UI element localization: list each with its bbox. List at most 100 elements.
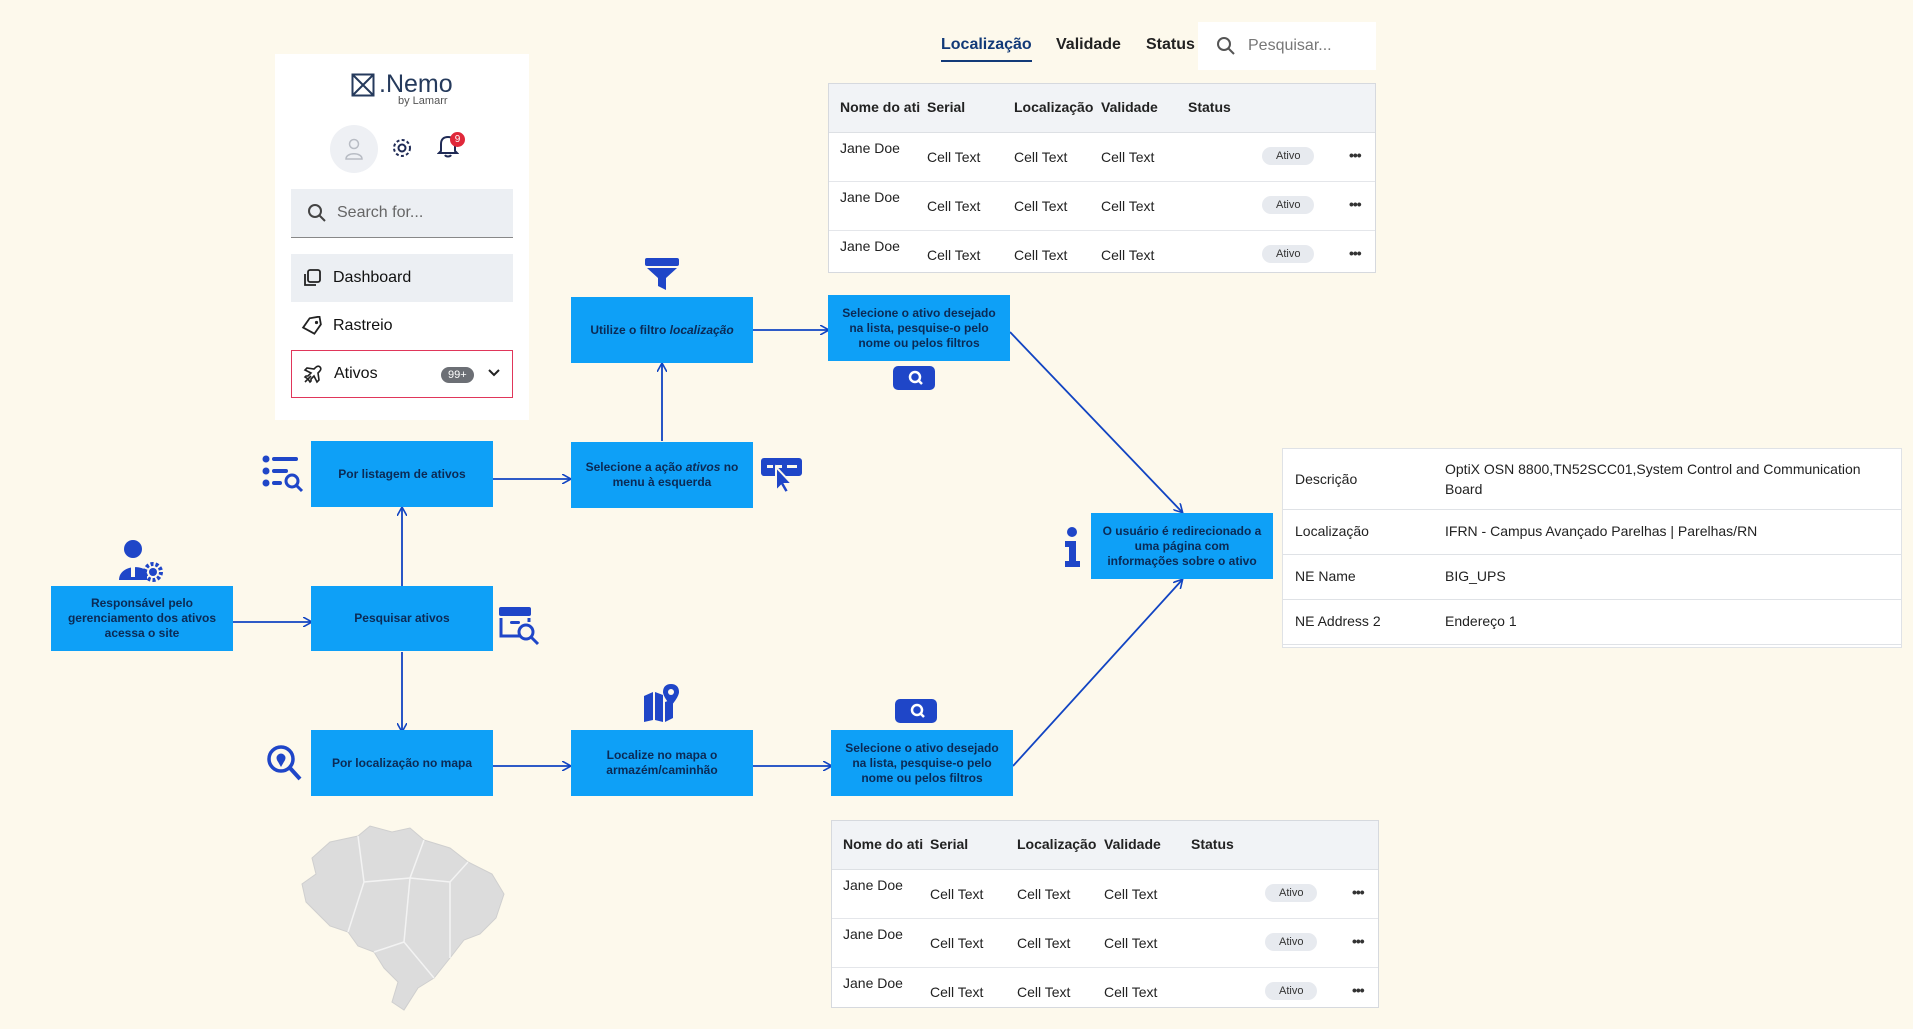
info-row: Descrição OptiX OSN 8800,TN52SCC01,Syste… — [1283, 449, 1901, 510]
text-part: Selecione a ação — [585, 460, 686, 474]
column-header[interactable]: Serial — [927, 99, 966, 115]
sidebar-panel: .Nemo by Lamarr 9 Search for... Dashboar… — [275, 54, 529, 420]
logo-text: .Nemo — [379, 70, 453, 98]
info-key: NE Name — [1295, 568, 1356, 584]
archive-search-icon — [499, 607, 540, 646]
column-header[interactable]: Validade — [1104, 836, 1161, 852]
more-options-icon[interactable]: ••• — [1349, 245, 1362, 261]
app-logo: .Nemo — [351, 70, 453, 99]
text-emphasis: localização — [669, 322, 734, 337]
search-button-icon — [893, 366, 935, 390]
step-select-bottom: Selecione o ativo desejado na lista, pes… — [831, 730, 1013, 796]
status-badge: Ativo — [1265, 884, 1318, 902]
cell-location: Cell Text — [1017, 886, 1071, 902]
gear-icon[interactable] — [390, 136, 414, 160]
user-settings-icon — [119, 540, 163, 582]
step-select-action: Selecione a ação ativos no menu à esquer… — [571, 442, 753, 508]
table-row[interactable]: Jane Doe Cell Text Cell Text Cell Text A… — [832, 919, 1378, 968]
info-key: NE Address 2 — [1295, 613, 1381, 629]
avatar[interactable] — [330, 125, 378, 173]
cell-name: Jane Doe — [843, 975, 903, 991]
sidebar-item-label: Ativos — [334, 365, 378, 382]
cell-serial: Cell Text — [927, 198, 981, 214]
cell-name: Jane Doe — [843, 877, 903, 893]
more-options-icon[interactable]: ••• — [1349, 147, 1362, 163]
status-badge: Ativo — [1262, 245, 1315, 263]
search-icon — [308, 204, 326, 222]
table-row[interactable]: Jane Doe Cell Text Cell Text Cell Text A… — [829, 133, 1375, 182]
ativos-count-badge: 99+ — [441, 367, 474, 383]
user-icon — [345, 138, 363, 160]
sidebar-item-ativos[interactable]: Ativos 99+ — [291, 350, 513, 398]
info-value: IFRN - Campus Avançado Parelhas | Parelh… — [1445, 523, 1758, 539]
text-part: Utilize o filtro — [590, 322, 670, 337]
cell-name: Jane Doe — [843, 926, 903, 942]
search-placeholder: Pesquisar... — [1248, 37, 1332, 54]
step-by-list: Por listagem de ativos — [311, 441, 493, 507]
cell-location: Cell Text — [1014, 198, 1068, 214]
cell-validity: Cell Text — [1104, 886, 1158, 902]
cell-location: Cell Text — [1017, 984, 1071, 1000]
table-row[interactable]: Jane Doe Cell Text Cell Text Cell Text A… — [829, 182, 1375, 231]
cell-name: Jane Doe — [840, 238, 900, 254]
logo-subtitle: by Lamarr — [398, 95, 448, 107]
column-header[interactable]: Serial — [930, 836, 969, 852]
more-options-icon[interactable]: ••• — [1352, 982, 1365, 998]
table-row[interactable]: Jane Doe Cell Text Cell Text Cell Text A… — [832, 968, 1378, 1016]
info-key: Localização — [1295, 523, 1369, 539]
column-header[interactable]: Nome do ati — [843, 836, 924, 852]
more-options-icon[interactable]: ••• — [1352, 884, 1365, 900]
arrow-select-bottom-to-redirect — [1012, 580, 1182, 767]
arrow-select-top-to-redirect — [1009, 331, 1182, 512]
tag-icon — [301, 315, 323, 337]
column-header[interactable]: Nome do ati — [840, 99, 921, 115]
sidebar-item-dashboard[interactable]: Dashboard — [291, 254, 513, 302]
more-options-icon[interactable]: ••• — [1352, 933, 1365, 949]
plane-icon — [302, 363, 324, 385]
cell-serial: Cell Text — [930, 984, 984, 1000]
sidebar-search-input[interactable]: Search for... — [291, 189, 513, 238]
column-header[interactable]: Status — [1188, 99, 1231, 115]
copy-icon — [301, 267, 323, 289]
sidebar-item-label: Rastreio — [333, 317, 393, 334]
table-row[interactable]: Jane Doe Cell Text Cell Text Cell Text A… — [832, 870, 1378, 919]
brazil-map — [301, 825, 505, 1011]
tab-localizacao[interactable]: Localização — [941, 36, 1032, 62]
info-row: NE Address 2 Endereço 1 — [1283, 600, 1901, 645]
filter-funnel-icon — [645, 258, 679, 290]
info-value: OptiX OSN 8800,TN52SCC01,System Control … — [1445, 461, 1861, 497]
step-filter: Utilize o filtro localização — [571, 297, 753, 363]
column-header[interactable]: Localização — [1017, 836, 1097, 852]
more-options-icon[interactable]: ••• — [1349, 196, 1362, 212]
cell-validity: Cell Text — [1101, 198, 1155, 214]
top-search-input[interactable]: Pesquisar... — [1198, 22, 1376, 70]
cell-name: Jane Doe — [840, 140, 900, 156]
tab-validade[interactable]: Validade — [1056, 36, 1121, 53]
info-value: BIG_UPS — [1445, 568, 1506, 584]
step-redirect: O usuário é redirecionado a uma página c… — [1091, 513, 1273, 579]
list-search-icon — [262, 455, 304, 493]
tab-status[interactable]: Status — [1146, 36, 1195, 53]
cell-serial: Cell Text — [927, 149, 981, 165]
search-placeholder: Search for... — [337, 204, 424, 221]
step-locate-map: Localize no mapa o armazém/caminhão — [571, 730, 753, 796]
sidebar-item-label: Dashboard — [333, 269, 412, 286]
column-header[interactable]: Localização — [1014, 99, 1094, 115]
info-key: Descrição — [1295, 471, 1358, 487]
cell-validity: Cell Text — [1104, 984, 1158, 1000]
chevron-down-icon[interactable] — [486, 365, 502, 381]
cell-serial: Cell Text — [927, 247, 981, 263]
cell-serial: Cell Text — [930, 935, 984, 951]
assets-table-top: Nome do ati Serial Localização Validade … — [828, 83, 1376, 273]
column-header[interactable]: Status — [1191, 836, 1234, 852]
step-start: Responsável pelo gerenciamento dos ativo… — [51, 586, 233, 651]
table-row[interactable]: Jane Doe Cell Text Cell Text Cell Text A… — [829, 231, 1375, 279]
status-badge: Ativo — [1262, 147, 1315, 165]
info-icon — [1065, 527, 1080, 567]
column-header[interactable]: Validade — [1101, 99, 1158, 115]
text-part: no menu à esquerda — [612, 460, 739, 489]
text-emphasis: ativos — [685, 460, 721, 474]
cell-serial: Cell Text — [930, 886, 984, 902]
sidebar-item-rastreio[interactable]: Rastreio — [291, 302, 513, 350]
